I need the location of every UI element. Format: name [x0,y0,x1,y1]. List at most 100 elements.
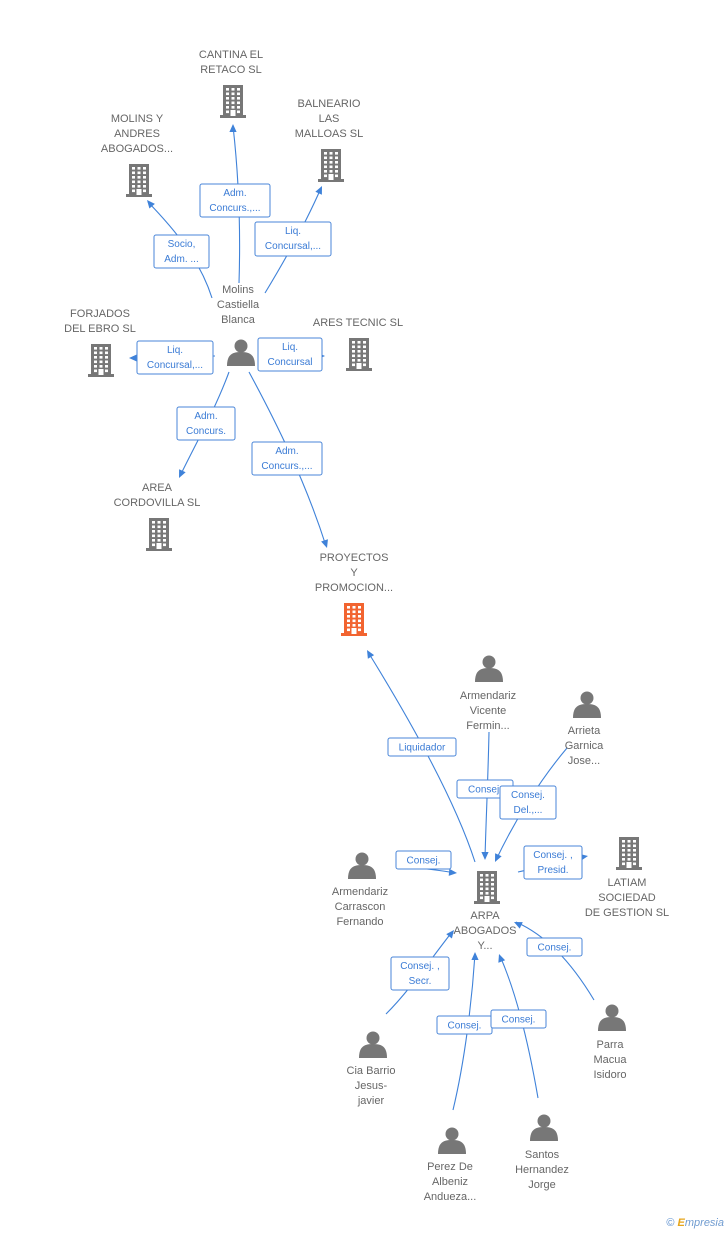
node-label-line: Macua [593,1054,627,1066]
node-label-line: CANTINA EL [199,49,263,61]
arrowhead-icon [495,853,502,862]
node-arpa[interactable]: ARPAABOGADOSY... [454,871,517,952]
edge-label-line: Concurs.,... [209,203,260,214]
node-armendariz-v[interactable]: ArmendarizVicenteFermin... [460,655,516,733]
arrowhead-icon [481,852,489,860]
node-label-line: Vicente [470,705,507,717]
arrowhead-icon [129,354,137,362]
node-arrieta[interactable]: ArrietaGarnicaJose... [565,691,604,768]
node-label-line: ABOGADOS [454,925,517,937]
person-icon [359,1031,387,1058]
edge-label[interactable]: Consej. [526,937,583,957]
brand-logo-initial: E [677,1217,685,1229]
node-label-line: ABOGADOS... [101,143,173,155]
person-icon [598,1004,626,1031]
edge-label[interactable]: Liquidador [387,737,457,757]
node-label-line: Santos [525,1149,560,1161]
edge-label-box [395,850,452,870]
node-molins-andres[interactable]: MOLINS YANDRESABOGADOS... [101,113,173,197]
edge-label[interactable]: Adm.Concurs. [176,406,236,441]
node-label-line: Molins [222,284,254,296]
node-label-line: AREA [142,482,173,494]
node-label-line: PROMOCION... [315,582,393,594]
edge-label-line: Del.,... [514,805,543,816]
edge-label-box [523,845,583,880]
edge-label-box [257,337,323,372]
edge-label-line: Consej. [468,785,502,796]
node-label-line: Carrascon [335,901,386,913]
edge-label-line: Consej. [448,1021,482,1032]
node-label-line: Jorge [528,1179,556,1191]
node-label-line: CORDOVILLA SL [114,497,201,509]
edge-line [484,731,490,859]
node-label-line: Parra [597,1039,625,1051]
edge-label[interactable]: Consej. ,Presid. [523,845,583,880]
edge-label[interactable]: Consej. [395,850,452,870]
edge-label[interactable]: Consej. [436,1015,493,1035]
node-label-line: MALLOAS SL [295,128,363,140]
node-label-line: SOCIEDAD [598,892,656,904]
arrowhead-icon [498,954,506,963]
edge-label-box [254,221,332,257]
node-label-line: javier [357,1095,385,1107]
node-label-line: Y... [477,940,492,952]
node-label-line: Albeniz [432,1176,468,1188]
arrowhead-icon [514,922,523,929]
arrowhead-icon [446,930,454,939]
edge-label[interactable]: Adm.Concurs.,... [251,441,323,476]
node-label-line: Armendariz [460,690,516,702]
building-icon [318,149,344,182]
node-ares[interactable]: ARES TECNIC SL [313,317,403,371]
node-label-line: Y [350,567,358,579]
edge-label-line: Adm. [194,411,217,422]
person-icon [438,1127,466,1154]
edge-label[interactable]: Consej. ,Secr. [390,956,450,991]
node-label-line: Andueza... [424,1191,477,1203]
node-perez[interactable]: Perez DeAlbenizAndueza... [424,1127,477,1204]
edge-label-line: Concursal,... [147,360,203,371]
node-label-line: ANDRES [114,128,160,140]
node-label-line: Fermin... [466,720,509,732]
edge-label-line: Socio, [168,239,196,250]
edge-label-line: Liq. [167,345,183,356]
edge-label-box [153,234,210,269]
edge-label[interactable]: Liq.Concursal,... [254,221,332,257]
building-icon [126,164,152,197]
node-label-line: Jose... [568,755,600,767]
edge-label[interactable]: Consej.Del.,... [499,785,557,820]
edge-label[interactable]: Liq.Concursal [257,337,323,372]
edge-label[interactable]: Consej. [490,1009,547,1029]
edge-label[interactable]: Socio, Adm. ... [153,234,210,269]
building-icon [616,837,642,870]
edge-label-box [176,406,236,441]
arrowhead-icon [321,539,328,548]
edge-label-line: Adm. ... [164,254,198,265]
arrowhead-icon [179,469,186,478]
edge-label-box [490,1009,547,1029]
edge-label-line: Concurs.,... [261,461,312,472]
node-label-line: BALNEARIO [298,98,361,110]
node-label-line: DEL EBRO SL [64,323,136,335]
person-icon [530,1114,558,1141]
node-label-line: Armendariz [332,886,388,898]
building-icon [88,344,114,377]
node-proyectos[interactable]: PROYECTOSYPROMOCION... [315,552,393,636]
edge-label-box [136,340,214,375]
edge-label[interactable]: Adm.Concurs.,... [199,183,271,218]
node-label-line: Isidoro [593,1069,626,1081]
node-area[interactable]: AREA CORDOVILLA SL [114,482,201,551]
node-label-line: ARES TECNIC SL [313,317,403,329]
edge-label-box [387,737,457,757]
edge-label[interactable]: Liq. Concursal,... [136,340,214,375]
person-icon [227,339,255,366]
footer-brand[interactable]: ©Empresia [666,1217,724,1229]
